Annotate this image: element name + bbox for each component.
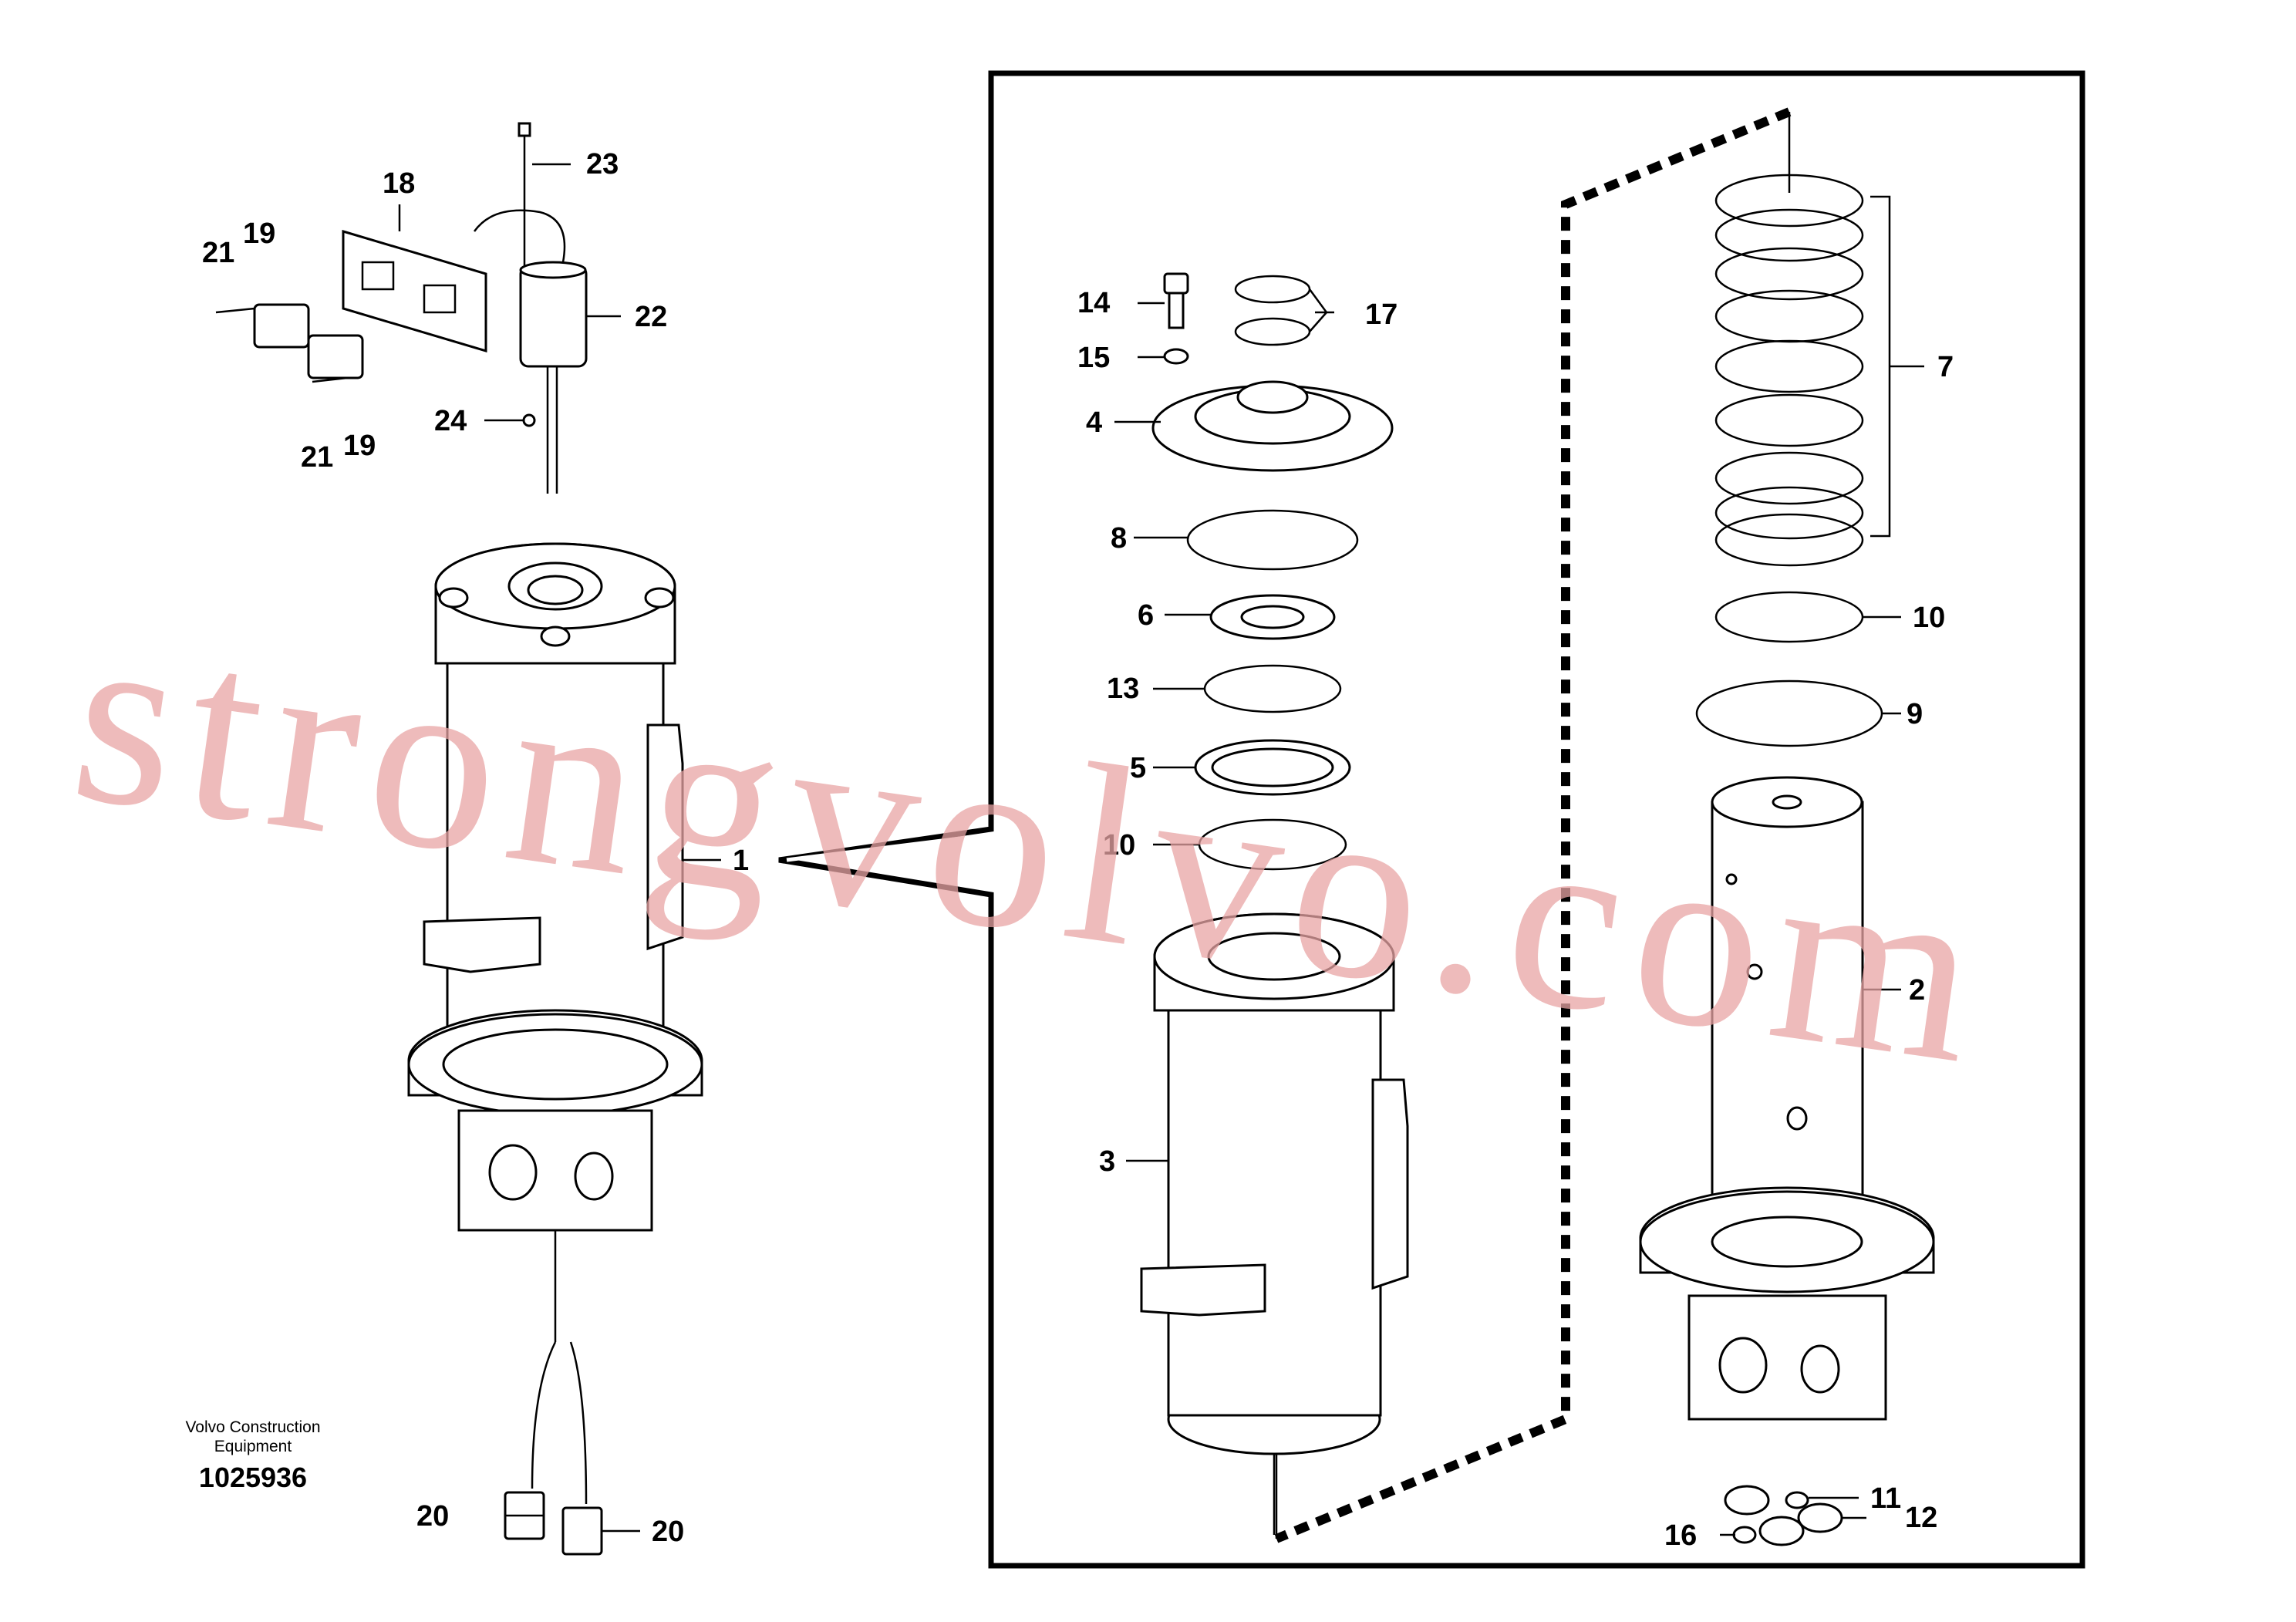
- callout-21-top: 21: [202, 237, 234, 269]
- callout-15: 15: [1077, 342, 1110, 374]
- callout-labels: 23 18 19 21 22 24 21 19 1 20 20 14 15 17…: [202, 148, 1954, 1552]
- callout-8: 8: [1111, 522, 1127, 555]
- callout-5: 5: [1130, 752, 1146, 784]
- left-leader-lines: [398, 163, 721, 1533]
- manufacturer-caption: Volvo Construction Equipment 1025936: [185, 1418, 320, 1493]
- callout-23: 23: [586, 148, 619, 180]
- middle-parts-stack: [1140, 272, 1409, 1535]
- callout-7: 7: [1937, 351, 1954, 383]
- callout-14: 14: [1077, 287, 1110, 319]
- detail-leader-lines: [1114, 288, 1924, 1536]
- callout-24: 24: [434, 405, 467, 437]
- callout-10-right: 10: [1913, 602, 1945, 634]
- callout-3: 3: [1099, 1145, 1115, 1178]
- callout-20-left: 20: [416, 1500, 449, 1533]
- exploded-detail-frame: [778, 70, 2085, 1569]
- swivel-joint-assembly: [215, 122, 703, 1556]
- callout-21-bottom: 21: [301, 441, 333, 474]
- watermark: strongvolvo.com: [59, 572, 2006, 1118]
- drawing-number: 1025936: [199, 1462, 307, 1493]
- callout-19-top: 19: [243, 218, 275, 250]
- caption-line-2: Equipment: [214, 1438, 292, 1455]
- callout-16: 16: [1664, 1519, 1697, 1552]
- callout-11: 11: [1870, 1482, 1901, 1515]
- callout-18: 18: [383, 167, 415, 200]
- caption-line-1: Volvo Construction: [185, 1418, 320, 1436]
- callout-2: 2: [1909, 974, 1925, 1007]
- callout-20-right: 20: [652, 1516, 684, 1548]
- callout-1: 1: [733, 845, 749, 877]
- callout-19-bottom: 19: [343, 430, 376, 462]
- callout-10-mid: 10: [1103, 829, 1135, 862]
- callout-6: 6: [1138, 599, 1154, 632]
- callout-9: 9: [1907, 698, 1923, 730]
- callout-4: 4: [1086, 406, 1102, 439]
- callout-17: 17: [1365, 298, 1397, 331]
- callout-12: 12: [1905, 1502, 1937, 1534]
- callout-22: 22: [635, 301, 667, 333]
- callout-13: 13: [1107, 673, 1139, 705]
- right-parts-stack: [1639, 174, 1935, 1546]
